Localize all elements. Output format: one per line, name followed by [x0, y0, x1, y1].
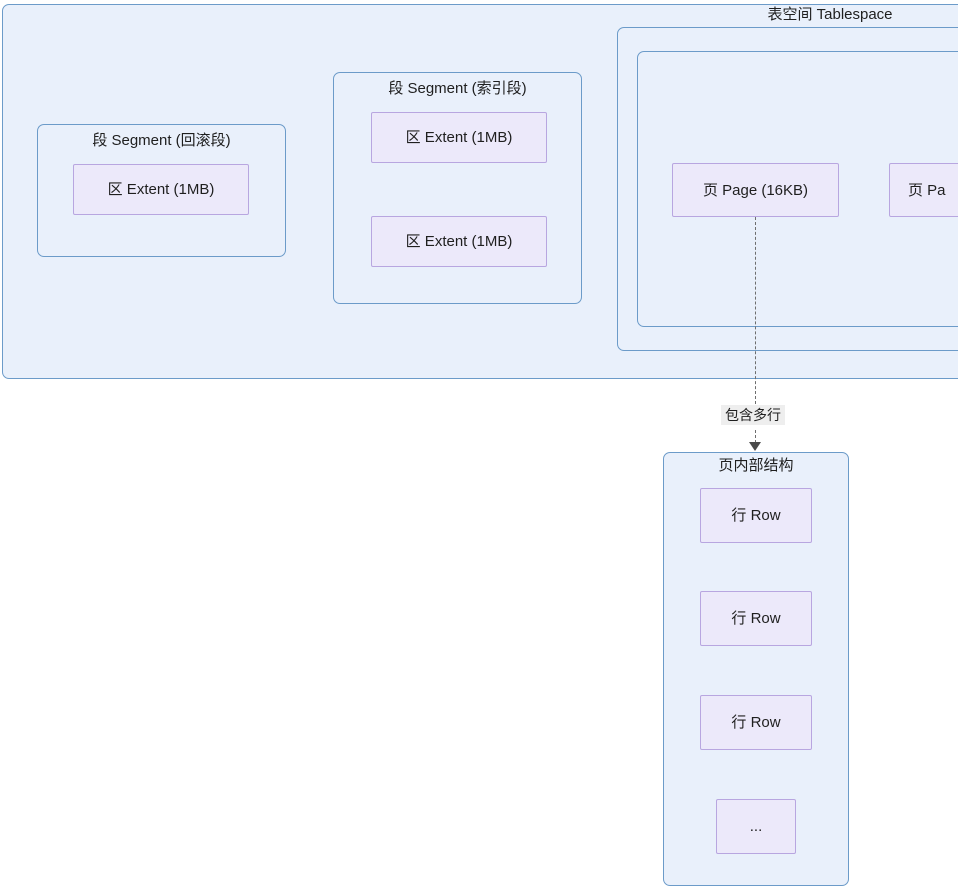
segment-index-title: 段 Segment (索引段) [388, 80, 527, 97]
edge-page-to-page-internal-lower [755, 430, 756, 448]
edge-label-contains-rows: 包含多行 [721, 405, 785, 425]
row-box[interactable]: 行 Row [700, 591, 812, 646]
page-box-truncated[interactable]: 页 Pa [889, 163, 958, 217]
extent-label: 区 Extent (1MB) [405, 129, 513, 146]
page-label: 页 Page (16KB) [702, 181, 809, 199]
extent-label: 区 Extent (1MB) [405, 233, 513, 250]
row-label: 行 Row [731, 714, 781, 731]
page-label: 页 Pa [908, 181, 946, 199]
page-internal-title: 页内部结构 [718, 457, 794, 474]
page-box[interactable]: 页 Page (16KB) [672, 163, 839, 217]
row-label: 行 Row [731, 610, 781, 627]
extent-box[interactable]: 区 Extent (1MB) [371, 112, 547, 163]
extent-box[interactable]: 区 Extent (1MB) [371, 216, 547, 267]
extent-box[interactable]: 区 Extent (1MB) [73, 164, 249, 215]
segment-rollback-title: 段 Segment (回滚段) [92, 132, 231, 149]
row-box[interactable]: 行 Row [700, 695, 812, 750]
segment-index-container[interactable] [333, 72, 582, 304]
row-label: 行 Row [731, 507, 781, 524]
edge-arrowhead-icon [749, 442, 761, 451]
edge-page-to-page-internal [755, 217, 756, 404]
row-box-ellipsis[interactable]: ... [716, 799, 796, 854]
extent-label: 区 Extent (1MB) [107, 181, 215, 198]
row-box[interactable]: 行 Row [700, 488, 812, 543]
tablespace-title: 表空间 Tablespace [767, 6, 893, 23]
row-ellipsis-label: ... [749, 818, 763, 835]
